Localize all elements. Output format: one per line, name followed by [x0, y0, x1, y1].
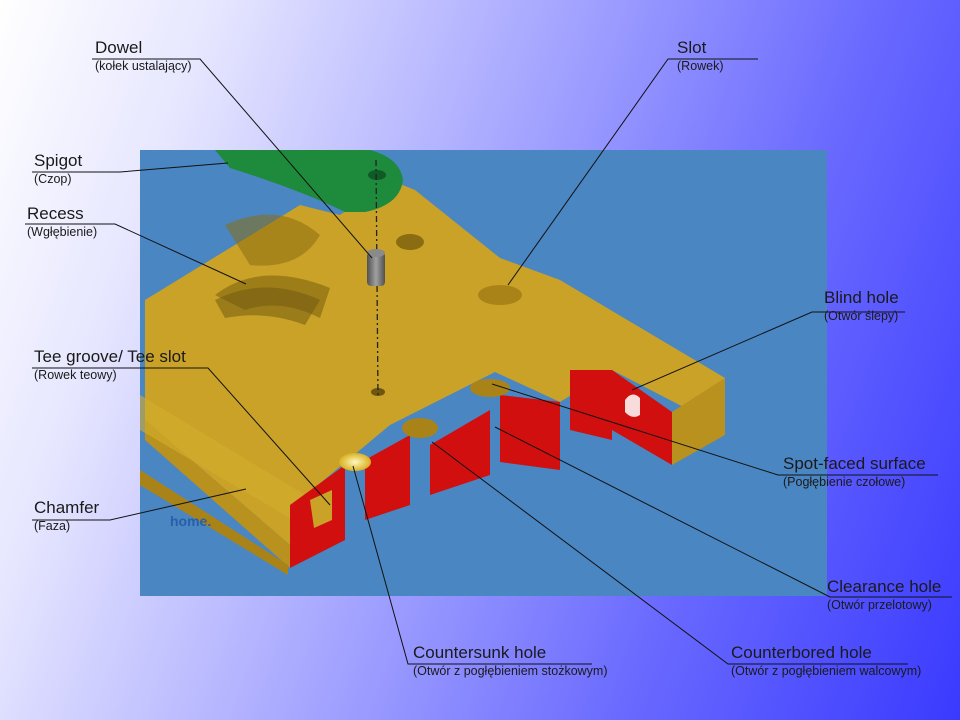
watermark: home. — [170, 513, 212, 529]
leader-slot — [507, 58, 758, 286]
leader-clearance — [494, 426, 952, 598]
label-tee-groove-subtitle: (Rowek teowy) — [34, 368, 117, 382]
label-spigot: Spigot (Czop) — [34, 152, 82, 186]
leader-counterbored — [431, 441, 908, 665]
upper-hole-icon — [396, 234, 424, 250]
label-dowel: Dowel (kołek ustalający) — [95, 39, 192, 73]
dowel-axis-line — [375, 159, 379, 399]
label-clearance-hole-title: Clearance hole — [827, 577, 942, 596]
label-chamfer: Chamfer (Faza) — [34, 499, 99, 533]
label-blind-hole-subtitle: (Otwór ślepy) — [824, 309, 899, 323]
leader-recess — [25, 223, 247, 285]
part-top-surface — [145, 180, 725, 545]
label-slot-title: Slot — [677, 38, 707, 57]
label-counterbored-hole: Counterbored hole (Otwór z pogłębieniem … — [731, 644, 921, 678]
label-recess: Recess (Wgłębienie) — [27, 205, 97, 239]
label-clearance-hole-subtitle: (Otwór przelotowy) — [827, 598, 932, 612]
leader-spigot — [32, 162, 229, 173]
leader-dowel — [92, 58, 373, 259]
label-countersunk-hole-title: Countersunk hole — [413, 643, 547, 662]
label-spigot-subtitle: (Czop) — [34, 172, 72, 186]
leader-tee-groove — [32, 367, 331, 506]
label-tee-groove: Tee groove/ Tee slot (Rowek teowy) — [34, 348, 186, 382]
blind-hole-icon — [625, 394, 640, 417]
spot-face-icon — [470, 379, 510, 397]
dowel-pin-top — [367, 249, 385, 257]
label-slot-subtitle: (Rowek) — [677, 59, 724, 73]
label-dowel-subtitle: (kołek ustalający) — [95, 59, 192, 73]
label-chamfer-title: Chamfer — [34, 498, 100, 517]
label-counterbored-hole-title: Counterbored hole — [731, 643, 872, 662]
spigot-hole-icon — [368, 170, 386, 180]
label-recess-subtitle: (Wgłębienie) — [27, 225, 98, 239]
dowel-pin-icon — [367, 252, 385, 286]
red-cut-faces — [290, 370, 672, 568]
label-spot-faced-subtitle: (Pogłębienie czołowe) — [783, 475, 906, 489]
chamfer-band — [140, 470, 288, 575]
part-left-strip — [140, 395, 330, 530]
label-countersunk-hole-subtitle: (Otwór z pogłębieniem stożkowym) — [413, 664, 608, 678]
spigot-part — [215, 150, 403, 212]
countersunk-hole-icon — [339, 453, 371, 471]
label-counterbored-hole-subtitle: (Otwór z pogłębieniem walcowym) — [731, 664, 922, 678]
label-countersunk-hole: Countersunk hole (Otwór z pogłębieniem s… — [413, 644, 608, 678]
leader-lines — [25, 58, 952, 665]
label-clearance-hole: Clearance hole (Otwór przelotowy) — [827, 578, 941, 612]
label-chamfer-subtitle: (Faza) — [34, 519, 71, 533]
label-slot: Slot (Rowek) — [677, 39, 724, 73]
label-tee-groove-title: Tee groove/ Tee slot — [34, 347, 186, 366]
label-spot-faced: Spot-faced surface (Pogłębienie czołowe) — [783, 455, 926, 489]
part-front-face — [145, 420, 290, 568]
recess-dark — [215, 287, 320, 325]
leader-blind-hole — [631, 311, 905, 391]
leader-countersunk — [352, 465, 592, 665]
label-spigot-title: Spigot — [34, 151, 83, 170]
label-spot-faced-title: Spot-faced surface — [783, 454, 926, 473]
label-blind-hole: Blind hole (Otwór ślepy) — [824, 289, 899, 323]
dowel-hole-icon — [371, 388, 385, 396]
label-recess-title: Recess — [27, 204, 84, 223]
counterbored-hole-icon — [402, 418, 438, 438]
leader-spot-faced — [491, 383, 938, 476]
label-blind-hole-title: Blind hole — [824, 288, 899, 307]
leader-chamfer — [32, 488, 247, 521]
slot-end-icon — [478, 285, 522, 305]
spigot-shadow — [225, 214, 320, 266]
part-right-face — [672, 378, 725, 465]
tee-slot-profile — [310, 490, 332, 528]
label-dowel-title: Dowel — [95, 38, 143, 57]
